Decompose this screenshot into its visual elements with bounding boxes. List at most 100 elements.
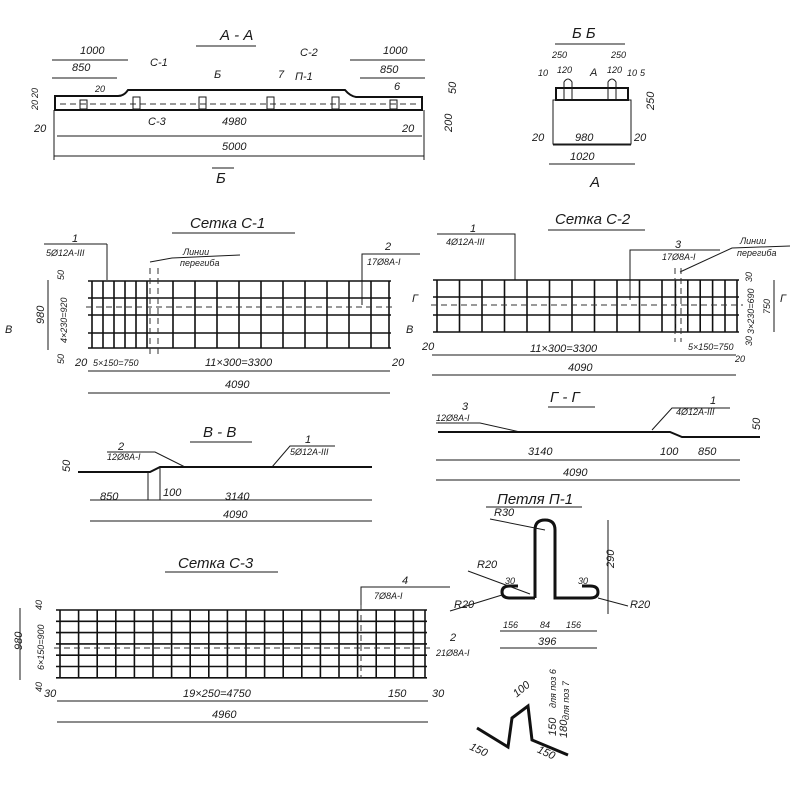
pos2-num: 2 — [449, 632, 456, 644]
dim-290: 290 — [605, 549, 617, 569]
pos1-num: 1 — [72, 233, 78, 245]
slab-top-section — [555, 87, 629, 101]
dim-120-l: 120 — [557, 65, 572, 75]
leader — [107, 451, 186, 468]
dim-19x250: 19×250=4750 — [183, 688, 252, 700]
dim-850: 850 — [100, 491, 119, 503]
dim-150: 150 — [388, 688, 407, 700]
dim-100: 100 — [511, 678, 533, 700]
dim-980: 980 — [35, 305, 47, 324]
dim-11x300: 11×300=3300 — [530, 343, 598, 355]
pos3-num: 3 — [675, 239, 682, 251]
dim-5000: 5000 — [222, 141, 247, 153]
label-p1: П-1 — [295, 71, 313, 83]
label-20r: 20 — [94, 84, 105, 94]
dim-20-c: 20 — [33, 123, 47, 135]
dim-980: 980 — [575, 132, 594, 144]
dim-20-r: 20 — [391, 357, 405, 369]
dim-30-r: 30 — [578, 576, 588, 586]
leader — [437, 233, 516, 280]
dim-3140: 3140 — [225, 491, 250, 503]
leader — [489, 518, 546, 531]
note-pos7: для поз 7 — [561, 680, 571, 720]
section-vv: В - В 2 12Ø8А-I 1 5Ø12А-III 50 850 100 3… — [61, 424, 372, 522]
loop-mark — [331, 96, 340, 110]
cut-g-right: Г — [780, 293, 787, 305]
dim-850-right: 850 — [380, 64, 399, 76]
section-vv-title: В - В — [203, 424, 236, 441]
dim-250-r: 250 — [610, 50, 626, 60]
leader — [271, 445, 335, 468]
loop-mark — [132, 96, 141, 110]
dim-3x230: 3×230=690 — [746, 288, 756, 334]
dim-850: 850 — [698, 446, 717, 458]
pos3-spec: 17Ø8А-I — [662, 252, 696, 262]
dim-1000-left: 1000 — [80, 45, 105, 57]
pos2-spec: 17Ø8А-I — [367, 257, 401, 267]
pos3-spec: 12Ø8А-I — [436, 413, 470, 423]
dim-11x300: 11×300=3300 — [205, 357, 273, 369]
dim-156-l: 156 — [503, 620, 518, 630]
dim-30-l: 30 — [505, 576, 515, 586]
cut-b-top: Б — [214, 69, 221, 81]
dim-150-v: 150 — [547, 717, 559, 736]
dim-5x150: 5×150=750 — [688, 342, 734, 352]
dim-50-top: 50 — [56, 270, 66, 280]
mesh-c3: Сетка С-3 4 7Ø8А-I 2 21Ø8А-I 980 6×150=9… — [13, 555, 470, 723]
r30: R30 — [494, 507, 515, 519]
cut-v-left: В — [5, 324, 12, 336]
bar-profile — [78, 466, 372, 473]
dim-100: 100 — [660, 446, 679, 458]
dim-396: 396 — [538, 636, 557, 648]
dim-4090: 4090 — [225, 379, 250, 391]
dim-4960: 4960 — [212, 709, 237, 721]
loop-sections — [563, 78, 617, 100]
bend-lines-2: перегиба — [180, 258, 219, 268]
section-aa-title: А - А — [219, 27, 253, 44]
dim-50: 50 — [751, 417, 763, 430]
dim-40-bottom: 40 — [34, 682, 44, 692]
dim-250-l: 250 — [551, 50, 567, 60]
pos2-spec: 21Ø8А-I — [435, 648, 470, 658]
bend-lines-1: Линии — [739, 236, 766, 246]
dim-6x150: 6×150=900 — [36, 624, 46, 670]
bent-bar-shape — [476, 703, 569, 757]
mesh-c2-title: Сетка С-2 — [555, 211, 631, 228]
pos1-spec: 4Ø12А-III — [676, 407, 715, 417]
mesh-c1-title: Сетка С-1 — [190, 215, 265, 232]
dim-30-top: 30 — [744, 272, 754, 282]
loop-mark — [198, 96, 207, 110]
leader — [436, 422, 521, 433]
label-6: 6 — [394, 81, 401, 93]
loop-p1-title: Петля П-1 — [497, 491, 573, 508]
section-aa: А - А 1000 850 С-1 С-2 Б 7 П-1 1000 850 … — [30, 27, 459, 187]
pos2-spec: 12Ø8А-I — [107, 452, 141, 462]
slab-body-section — [552, 99, 632, 145]
dim-850-left: 850 — [72, 62, 91, 74]
dim-20-r: 20 — [633, 132, 647, 144]
dim-30-l: 30 — [44, 688, 57, 700]
dim-4090: 4090 — [223, 509, 248, 521]
pos2-num: 2 — [117, 441, 124, 453]
cut-v-right: В — [406, 324, 413, 336]
pos4-num: 4 — [402, 575, 408, 587]
section-bb: Б Б 250 120 250 120 10 10 5 А 250 20 980… — [531, 25, 657, 191]
leader — [651, 407, 730, 431]
leader — [467, 570, 531, 595]
dim-84: 84 — [540, 620, 550, 630]
mesh-c1: Сетка С-1 1 5Ø12А-III Линии перегиба 2 1… — [5, 215, 420, 394]
pos3-num: 3 — [462, 401, 469, 413]
pos4-spec: 7Ø8А-I — [374, 591, 403, 601]
dim-40-top: 40 — [34, 600, 44, 610]
dim-4x230: 4×230=920 — [59, 297, 69, 343]
note-pos6: для поз 6 — [548, 669, 558, 708]
dim-5: 5 — [640, 68, 646, 78]
dim-20-r: 20 — [734, 354, 745, 364]
leader — [449, 594, 503, 612]
leader — [149, 254, 241, 263]
dim-3140: 3140 — [528, 446, 553, 458]
dim-4090: 4090 — [563, 467, 588, 479]
dim-10-r: 10 — [627, 68, 637, 78]
bend-lines-1: Линии — [182, 247, 209, 257]
